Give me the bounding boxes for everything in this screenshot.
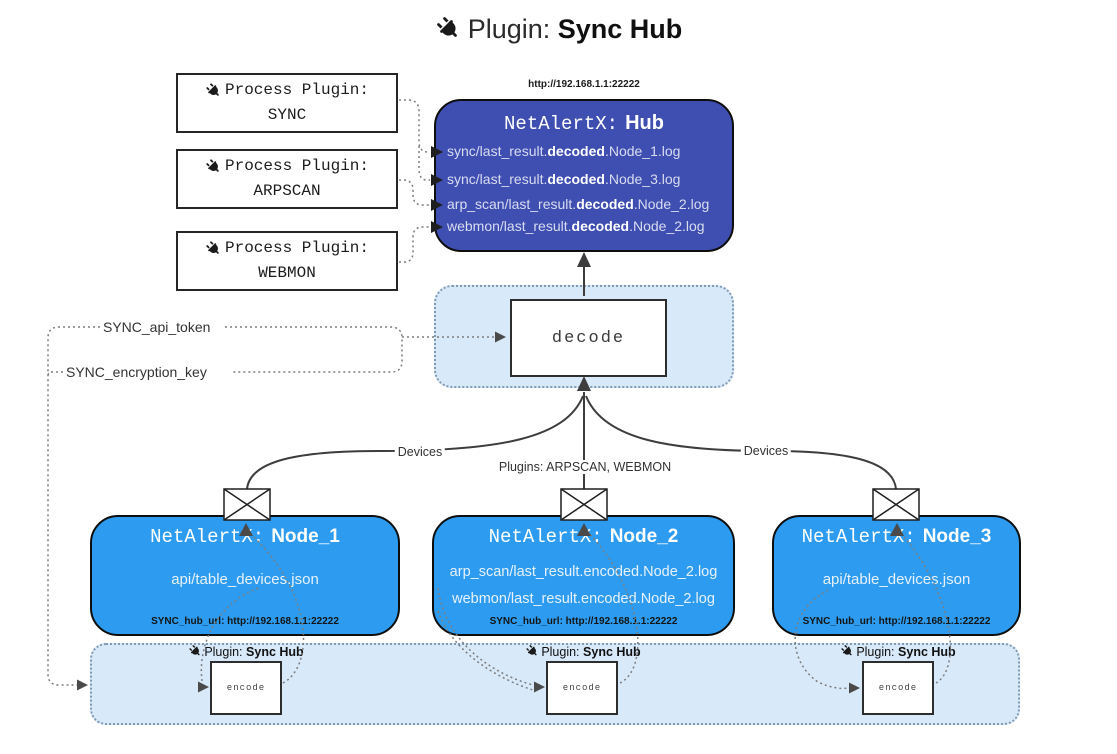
decode-box: decode [510, 299, 667, 377]
node-3-box: NetAlertX:Node_3 api/table_devices.json … [772, 515, 1021, 636]
node-title: NetAlertX:Node_3 [801, 526, 992, 548]
encode-box: encode [862, 661, 934, 715]
hub-title-prefix: NetAlertX: [504, 113, 619, 135]
process-plugin-label: Process Plugin: [224, 157, 370, 176]
process-plugin-label: Process Plugin: [224, 81, 370, 100]
encode-plugin-label: Plugin: Sync Hub [188, 644, 304, 659]
process-plugin-box-sync: Process Plugin: SYNC [176, 73, 398, 133]
node-file: arp_scan/last_result.encoded.Node_2.log [449, 564, 718, 580]
node-title: NetAlertX:Node_1 [150, 526, 340, 548]
hub-log-entry: webmon/last_result.decoded.Node_2.log [447, 218, 705, 234]
process-plugin-box-webmon: Process Plugin: WEBMON [176, 231, 398, 291]
plug-icon [206, 159, 219, 172]
edge-label-devices-right: Devices [740, 444, 792, 458]
title-prefix: Plugin: [467, 14, 551, 44]
plug-icon [189, 645, 200, 656]
node-file: webmon/last_result.encoded.Node_2.log [452, 591, 715, 607]
plug-icon [206, 241, 219, 254]
hub-title: NetAlertX: Hub [436, 112, 732, 135]
hub-box: NetAlertX: Hub sync/last_result.decoded.N… [434, 99, 734, 252]
node-hub-url: SYNC_hub_url: http://192.168.1.1:22222 [151, 616, 339, 627]
node-title: NetAlertX:Node_2 [488, 526, 679, 548]
node-hub-url: SYNC_hub_url: http://192.168.1.1:22222 [802, 616, 991, 627]
setting-sync-api-token: SYNC_api_token [100, 319, 214, 335]
process-plugin-label: Process Plugin: [224, 239, 370, 258]
node-hub-url: SYNC_hub_url: http://192.168.1.1:22222 [489, 616, 678, 627]
encode-box: encode [210, 661, 282, 715]
process-plugin-name: SYNC [267, 106, 307, 124]
hub-title-name: Hub [625, 112, 664, 134]
process-plugin-box-arpscan: Process Plugin: ARPSCAN [176, 149, 398, 209]
edge-label-devices-left: Devices [394, 445, 446, 459]
process-plugin-name: ARPSCAN [253, 182, 321, 200]
page-title: Plugin: Sync Hub [0, 14, 1117, 45]
title-name: Sync Hub [557, 14, 683, 44]
plug-icon [206, 83, 219, 96]
hub-log-entry: arp_scan/last_result.decoded.Node_2.log [447, 196, 710, 212]
hub-log-entry: sync/last_result.decoded.Node_1.log [447, 143, 681, 159]
setting-sync-encryption-key: SYNC_encryption_key [63, 364, 210, 380]
encode-box: encode [546, 661, 618, 715]
encode-plugin-label: Plugin: Sync Hub [525, 644, 641, 659]
node-2-box: NetAlertX:Node_2 arp_scan/last_result.en… [432, 515, 735, 636]
node-file: api/table_devices.json [171, 571, 319, 588]
hub-log-entry: sync/last_result.decoded.Node_3.log [447, 171, 681, 187]
hub-url: http://192.168.1.1:22222 [528, 79, 640, 90]
decode-panel: decode [434, 285, 734, 388]
encode-plugin-label: Plugin: Sync Hub [840, 644, 956, 659]
plug-icon [436, 17, 457, 37]
plug-icon [526, 645, 537, 656]
plug-icon [841, 645, 852, 656]
node-file: api/table_devices.json [822, 571, 971, 588]
node-1-box: NetAlertX:Node_1 api/table_devices.json … [90, 515, 400, 636]
process-plugin-name: WEBMON [258, 264, 316, 282]
edge-label-plugins: Plugins: ARPSCAN, WEBMON [495, 460, 675, 474]
